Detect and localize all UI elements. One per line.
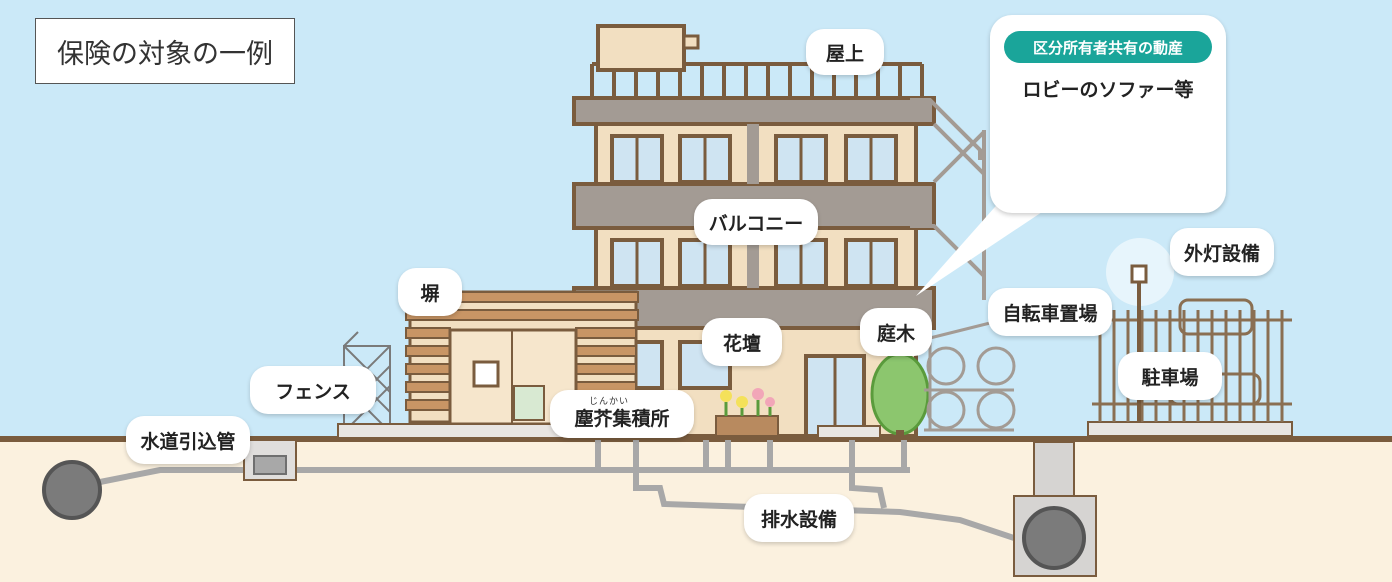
water-main [42,460,102,520]
panel-tag: 区分所有者共有の動産 [1004,31,1212,63]
label-garden-tree: 庭木 [860,308,932,356]
sewer-main [1022,506,1086,570]
label-outdoor-light: 外灯設備 [1170,228,1274,276]
diagram-title: 保険の対象の一例 [35,18,295,84]
panel-pointer [916,190,1060,296]
label-wall: 塀 [398,268,462,316]
lobby-furniture-panel: 区分所有者共有の動産 ロビーのソファー等 [990,15,1226,213]
label-fence: フェンス [250,366,376,414]
flower-bed-illustration [715,388,779,437]
garden-tree-illustration [870,352,930,438]
label-waste-area: 塵芥集積所 [550,390,694,438]
pipes [99,440,1021,543]
ground-line [0,436,1392,442]
panel-caption: ロビーのソファー等 [1022,79,1194,101]
label-waste-area-ruby: じんかい [589,397,630,407]
label-flower-bed: 花壇 [702,318,782,366]
manhole-shaft [1033,441,1075,499]
building [572,24,936,439]
label-drainage: 排水設備 [744,494,854,542]
label-bike-parking: 自転車置場 [988,288,1112,336]
label-parking: 駐車場 [1118,352,1222,400]
label-water-pipe: 水道引込管 [126,416,250,464]
label-balcony: バルコニー [694,199,818,245]
label-rooftop: 屋上 [806,29,884,75]
wall-structure [405,290,639,426]
